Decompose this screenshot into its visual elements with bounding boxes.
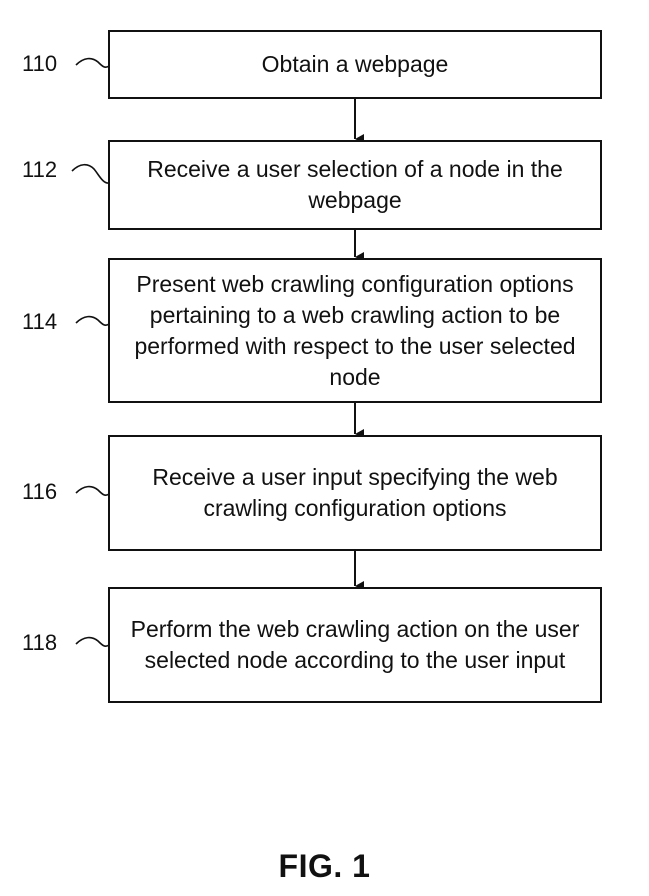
step-ref-118: 118 bbox=[22, 630, 58, 655]
step-box-perform-action: Perform the web crawling action on the u… bbox=[108, 587, 602, 703]
leader-110 bbox=[75, 57, 110, 69]
leader-112 bbox=[71, 163, 110, 184]
step-ref-112: 112 bbox=[22, 157, 58, 182]
figure-label: FIG. 1 bbox=[278, 848, 371, 884]
step-text-110: Obtain a webpage bbox=[261, 51, 449, 77]
leader-116 bbox=[75, 485, 110, 497]
step-ref-114: 114 bbox=[22, 309, 58, 334]
step-box-receive-user-input: Receive a user input specifying the web … bbox=[108, 435, 602, 551]
step-box-receive-node-selection: Receive a user selection of a node in th… bbox=[108, 140, 602, 230]
leader-118 bbox=[75, 636, 110, 648]
step-ref-110: 110 bbox=[22, 51, 58, 76]
step-ref-116: 116 bbox=[22, 479, 58, 504]
step-text-114: Present web crawling configuration optio… bbox=[134, 270, 576, 390]
step-box-present-options: Present web crawling configuration optio… bbox=[108, 258, 602, 403]
step-text-118: Perform the web crawling action on the u… bbox=[130, 616, 580, 673]
step-text-112: Receive a user selection of a node in th… bbox=[147, 156, 563, 213]
step-text-116: Receive a user input specifying the web … bbox=[152, 464, 558, 521]
step-box-obtain-webpage: Obtain a webpage bbox=[108, 30, 602, 99]
leader-114 bbox=[75, 315, 110, 327]
